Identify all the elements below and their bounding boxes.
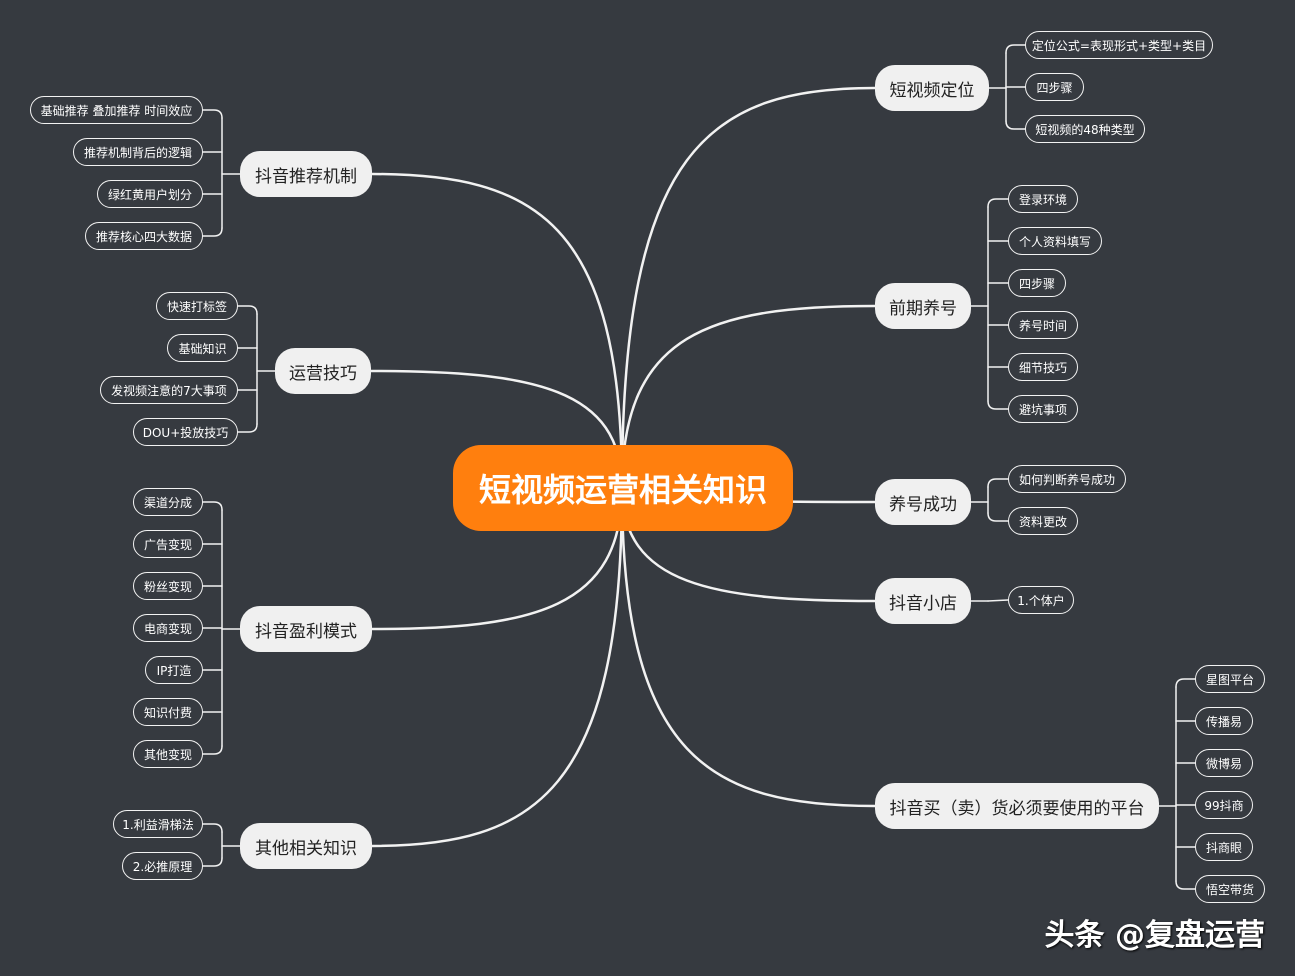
branch-topic-8[interactable]: 抖音盈利模式 [240, 606, 372, 652]
subtopic-7-4[interactable]: DOU+投放技巧 [133, 418, 238, 446]
watermark: 头条 @复盘运营 [1044, 918, 1265, 953]
branch-topic-3[interactable]: 养号成功 [875, 479, 971, 525]
subtopic-8-6[interactable]: 知识付费 [133, 698, 203, 726]
central-topic[interactable]: 短视频运营相关知识 [453, 445, 793, 531]
subtopic-8-4[interactable]: 电商变现 [133, 614, 203, 642]
subtopic-5-4[interactable]: 99抖商 [1195, 791, 1253, 819]
subtopic-8-1[interactable]: 渠道分成 [133, 488, 203, 516]
subtopic-5-6[interactable]: 悟空带货 [1195, 875, 1265, 903]
subtopic-6-3[interactable]: 绿红黄用户划分 [97, 180, 203, 208]
branch-topic-2[interactable]: 前期养号 [875, 283, 971, 329]
subtopic-8-2[interactable]: 广告变现 [133, 530, 203, 558]
subtopic-1-3[interactable]: 短视频的48种类型 [1025, 115, 1145, 143]
subtopic-7-2[interactable]: 基础知识 [167, 334, 238, 362]
subtopic-1-2[interactable]: 四步骤 [1025, 73, 1084, 101]
subtopic-5-2[interactable]: 传播易 [1195, 707, 1253, 735]
subtopic-6-4[interactable]: 推荐核心四大数据 [85, 222, 203, 250]
subtopic-9-2[interactable]: 2.必推原理 [122, 852, 203, 880]
subtopic-3-1[interactable]: 如何判断养号成功 [1008, 465, 1126, 493]
subtopic-5-5[interactable]: 抖商眼 [1195, 833, 1253, 861]
subtopic-8-7[interactable]: 其他变现 [133, 740, 203, 768]
branch-topic-1[interactable]: 短视频定位 [875, 65, 989, 111]
subtopic-1-1[interactable]: 定位公式=表现形式+类型+类目 [1025, 31, 1213, 59]
branch-topic-6[interactable]: 抖音推荐机制 [240, 151, 372, 197]
branch-topic-4[interactable]: 抖音小店 [875, 578, 971, 624]
branch-topic-7[interactable]: 运营技巧 [275, 348, 371, 394]
branch-topic-9[interactable]: 其他相关知识 [240, 823, 372, 869]
subtopic-9-1[interactable]: 1.利益滑梯法 [113, 810, 203, 838]
subtopic-8-5[interactable]: IP打造 [145, 656, 203, 684]
subtopic-3-2[interactable]: 资料更改 [1008, 507, 1078, 535]
subtopic-2-3[interactable]: 四步骤 [1008, 269, 1066, 297]
subtopic-6-2[interactable]: 推荐机制背后的逻辑 [73, 138, 203, 166]
subtopic-2-4[interactable]: 养号时间 [1008, 311, 1078, 339]
subtopic-7-1[interactable]: 快速打标签 [156, 292, 238, 320]
subtopic-7-3[interactable]: 发视频注意的7大事项 [100, 376, 238, 404]
subtopic-2-1[interactable]: 登录环境 [1008, 185, 1078, 213]
subtopic-2-5[interactable]: 细节技巧 [1008, 353, 1078, 381]
subtopic-4-1[interactable]: 1.个体户 [1008, 586, 1074, 614]
subtopic-5-3[interactable]: 微博易 [1195, 749, 1253, 777]
subtopic-2-6[interactable]: 避坑事项 [1008, 395, 1078, 423]
subtopic-8-3[interactable]: 粉丝变现 [133, 572, 203, 600]
subtopic-2-2[interactable]: 个人资料填写 [1008, 227, 1102, 255]
branch-topic-5[interactable]: 抖音买（卖）货必须要使用的平台 [875, 783, 1159, 829]
subtopic-5-1[interactable]: 星图平台 [1195, 665, 1265, 693]
subtopic-6-1[interactable]: 基础推荐 叠加推荐 时间效应 [30, 96, 203, 124]
